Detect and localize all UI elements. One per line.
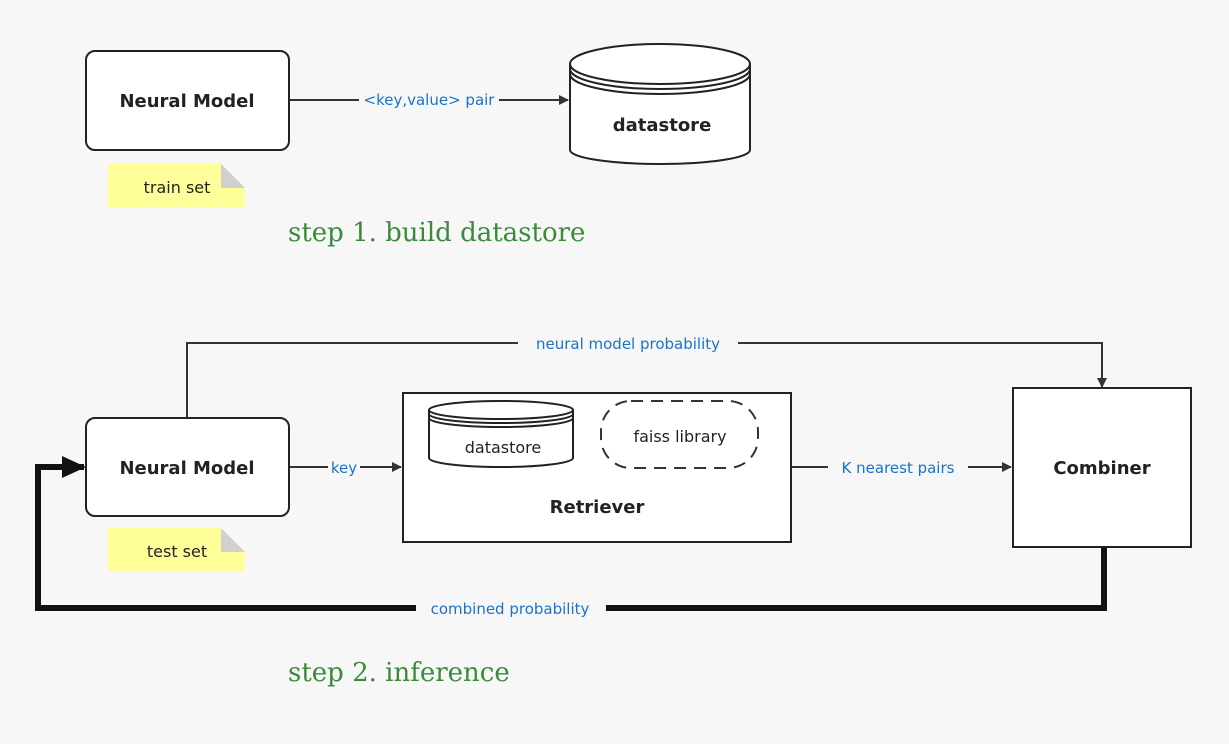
train-set-note (108, 164, 245, 207)
datastore-label-step1: datastore (613, 115, 712, 136)
neural-model-label-step2: Neural Model (119, 458, 254, 479)
train-set-label: train set (144, 178, 211, 197)
combiner-box (1012, 387, 1192, 548)
combiner-label: Combiner (1053, 458, 1150, 479)
neural-model-box-step2 (85, 417, 290, 517)
edge-label-kv-pair: <key,value> pair (364, 91, 496, 109)
step1-title: step 1. build datastore (288, 218, 585, 248)
step2-title: step 2. inference (288, 658, 510, 688)
neural-model-box-step1 (85, 50, 290, 151)
faiss-library-box (600, 400, 759, 469)
edge-label-combined-probability: combined probability (431, 600, 590, 618)
neural-model-label-step1: Neural Model (119, 91, 254, 112)
datastore-label-step2: datastore (465, 438, 542, 457)
step2-group: neural model probability combined probab… (35, 333, 1192, 688)
faiss-library-label: faiss library (633, 427, 726, 446)
edge-label-neural-model-probability: neural model probability (536, 335, 720, 353)
edge-label-k-nearest-pairs: K nearest pairs (842, 459, 955, 477)
step1-group: <key,value> pair Neural Model datastore … (85, 43, 751, 248)
test-set-label: test set (147, 542, 207, 561)
datastore-cylinder-step2 (428, 400, 574, 468)
edge-combined-probability (35, 456, 1107, 611)
edge-label-key: key (331, 459, 357, 477)
test-set-note (108, 528, 245, 571)
retriever-label: Retriever (550, 497, 645, 518)
datastore-cylinder-step1 (569, 43, 751, 165)
